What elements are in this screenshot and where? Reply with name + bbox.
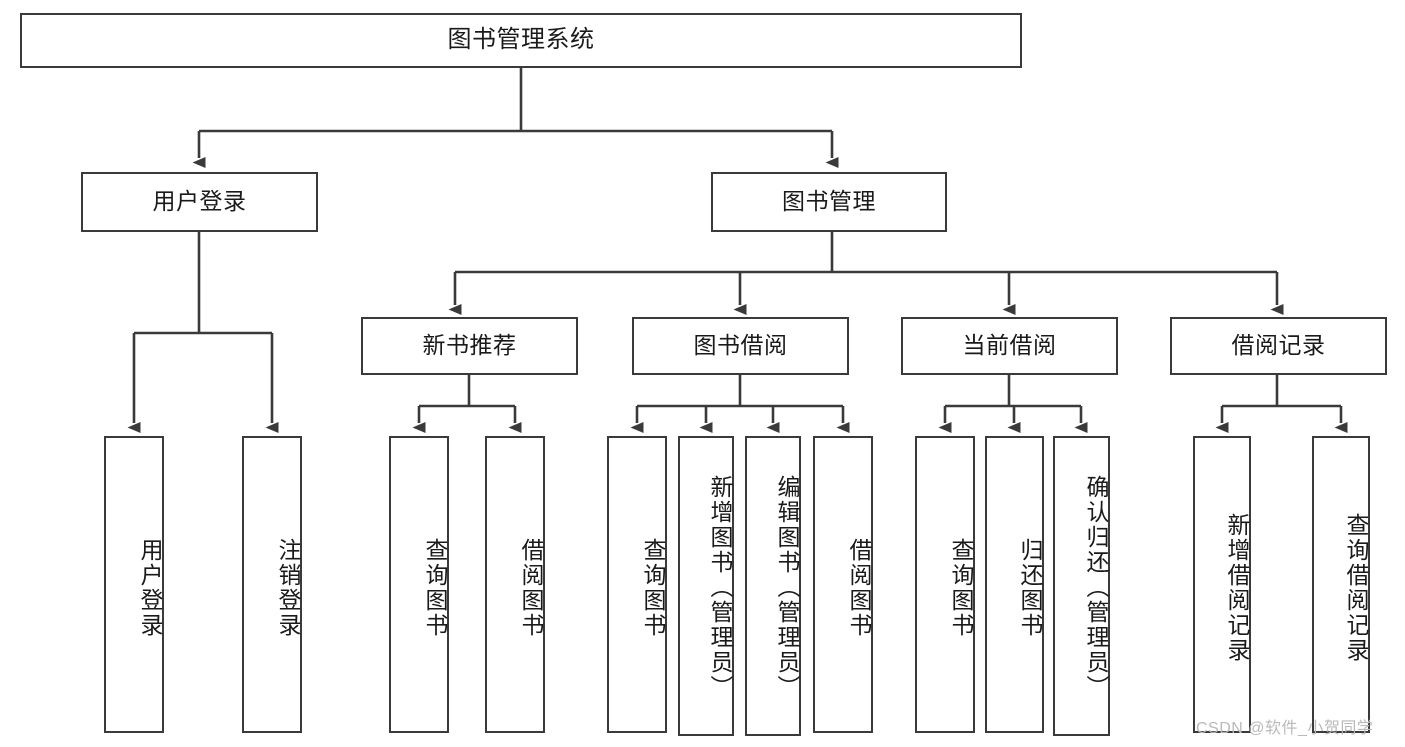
node-book-manage-label: 图书管理 [782, 188, 876, 215]
leaf-query-borrow-record[interactable]: 查询借阅记录 [1312, 436, 1370, 733]
node-book-borrow-label: 图书借阅 [693, 332, 788, 359]
node-borrow-record-label: 借阅记录 [1231, 332, 1326, 359]
leaf-query-book-1-label: 查询图书 [422, 537, 448, 638]
leaf-user-logout-label: 注销登录 [275, 537, 301, 638]
leaf-query-book-2-label: 查询图书 [640, 537, 666, 638]
node-book-borrow[interactable]: 图书借阅 [632, 317, 849, 375]
node-root-system-label: 图书管理系统 [447, 26, 595, 54]
node-borrow-record[interactable]: 借阅记录 [1170, 317, 1387, 375]
leaf-query-book-2[interactable]: 查询图书 [607, 436, 667, 733]
leaf-edit-book[interactable]: 编辑图书（管理员） [745, 436, 801, 736]
leaf-query-book-3-label: 查询图书 [948, 537, 974, 638]
leaf-user-logout[interactable]: 注销登录 [242, 436, 302, 733]
leaf-confirm-return-label: 确认归还（管理员） [1083, 475, 1109, 700]
node-new-book-recommend[interactable]: 新书推荐 [361, 317, 578, 375]
leaf-query-borrow-record-label: 查询借阅记录 [1343, 512, 1369, 663]
node-root-system[interactable]: 图书管理系统 [20, 13, 1022, 68]
leaf-add-borrow-record[interactable]: 新增借阅记录 [1193, 436, 1251, 733]
leaf-return-book-label: 归还图书 [1017, 537, 1043, 638]
leaf-borrow-book-1-label: 借阅图书 [518, 537, 544, 638]
node-current-borrow-label: 当前借阅 [962, 332, 1057, 359]
leaf-edit-book-label: 编辑图书（管理员） [774, 475, 800, 700]
leaf-return-book[interactable]: 归还图书 [985, 436, 1044, 733]
node-book-manage[interactable]: 图书管理 [711, 172, 947, 232]
leaf-add-book[interactable]: 新增图书（管理员） [678, 436, 734, 736]
leaf-user-login[interactable]: 用户登录 [104, 436, 164, 733]
leaf-borrow-book-2-label: 借阅图书 [846, 537, 872, 638]
leaf-add-borrow-record-label: 新增借阅记录 [1224, 512, 1250, 663]
leaf-borrow-book-1[interactable]: 借阅图书 [485, 436, 545, 733]
leaf-add-book-label: 新增图书（管理员） [707, 475, 733, 700]
node-current-borrow[interactable]: 当前借阅 [901, 317, 1118, 375]
leaf-query-book-3[interactable]: 查询图书 [915, 436, 975, 733]
node-user-login[interactable]: 用户登录 [81, 172, 318, 232]
leaf-user-login-label: 用户登录 [137, 537, 163, 638]
leaf-query-book-1[interactable]: 查询图书 [389, 436, 449, 733]
leaf-borrow-book-2[interactable]: 借阅图书 [813, 436, 873, 733]
node-user-login-label: 用户登录 [152, 188, 247, 215]
csdn-watermark: CSDN @软件_小贺同学 [1196, 720, 1374, 737]
node-new-book-recommend-label: 新书推荐 [422, 332, 517, 359]
leaf-confirm-return[interactable]: 确认归还（管理员） [1053, 436, 1110, 736]
